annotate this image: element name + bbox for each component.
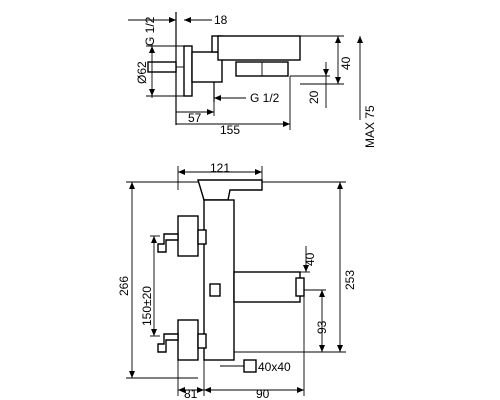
dim-150: 150±20 bbox=[140, 286, 154, 326]
dim-g-half-bottom: G 1/2 bbox=[250, 91, 280, 105]
arrow bbox=[178, 387, 185, 393]
arrow bbox=[297, 387, 304, 393]
spout-top bbox=[217, 35, 301, 61]
dim-max75: MAX 75 bbox=[363, 105, 377, 148]
lower-s-union bbox=[157, 333, 179, 353]
arrow bbox=[169, 17, 176, 23]
arrow bbox=[204, 387, 211, 393]
front-view: 121 266 150±20 2 bbox=[117, 161, 357, 400]
arrow bbox=[255, 169, 262, 175]
arrow bbox=[197, 387, 204, 393]
dim-d62: Ø62 bbox=[135, 61, 149, 84]
arrow bbox=[151, 236, 157, 243]
upper-eccentric bbox=[177, 215, 199, 257]
arrow bbox=[129, 182, 135, 189]
dim-18: 18 bbox=[214, 13, 228, 27]
dim-40x40: 40x40 bbox=[258, 360, 291, 374]
arrow bbox=[319, 345, 325, 352]
spout bbox=[233, 271, 301, 303]
lower-eccentric bbox=[177, 319, 199, 361]
square-section-icon bbox=[243, 359, 257, 373]
dim-90: 90 bbox=[256, 387, 270, 400]
arrow bbox=[149, 89, 155, 96]
wall-rosette bbox=[183, 45, 193, 97]
dim-20: 20 bbox=[307, 90, 321, 104]
dim-155: 155 bbox=[220, 123, 240, 137]
upper-connector bbox=[197, 229, 207, 245]
arrow bbox=[337, 182, 343, 189]
upper-s-union bbox=[157, 233, 179, 253]
dim-121: 121 bbox=[210, 161, 230, 175]
dim-81: 81 bbox=[184, 387, 198, 400]
arrow bbox=[178, 169, 185, 175]
arrow bbox=[323, 69, 329, 76]
dim-40-front: 40 bbox=[303, 252, 317, 266]
mixer-body bbox=[203, 199, 235, 361]
arrow bbox=[129, 371, 135, 378]
handle-lever bbox=[197, 179, 263, 201]
mixer-body-top bbox=[191, 51, 223, 83]
dim-57: 57 bbox=[188, 111, 202, 125]
arrow bbox=[184, 17, 191, 23]
aerator bbox=[209, 283, 221, 297]
top-view: G 1/2 18 Ø62 40 20 MAX 75 G 1/2 bbox=[128, 12, 377, 148]
lower-connector bbox=[197, 333, 207, 349]
arrow bbox=[149, 46, 155, 53]
dim-253: 253 bbox=[343, 270, 357, 290]
arrow bbox=[151, 329, 157, 336]
arrow bbox=[335, 36, 341, 43]
dim-g-half-top: G 1/2 bbox=[143, 16, 157, 46]
dim-266: 266 bbox=[117, 276, 131, 296]
dim-40-top: 40 bbox=[339, 56, 353, 70]
arrow bbox=[319, 290, 325, 297]
arrow bbox=[303, 265, 309, 272]
dim-93: 93 bbox=[315, 320, 329, 334]
arrow bbox=[357, 36, 363, 43]
arrow bbox=[214, 95, 221, 101]
spout-outlet bbox=[295, 277, 305, 297]
arrow bbox=[337, 345, 343, 352]
arrow bbox=[207, 109, 214, 115]
arrow bbox=[335, 77, 341, 84]
arrow bbox=[283, 121, 290, 127]
